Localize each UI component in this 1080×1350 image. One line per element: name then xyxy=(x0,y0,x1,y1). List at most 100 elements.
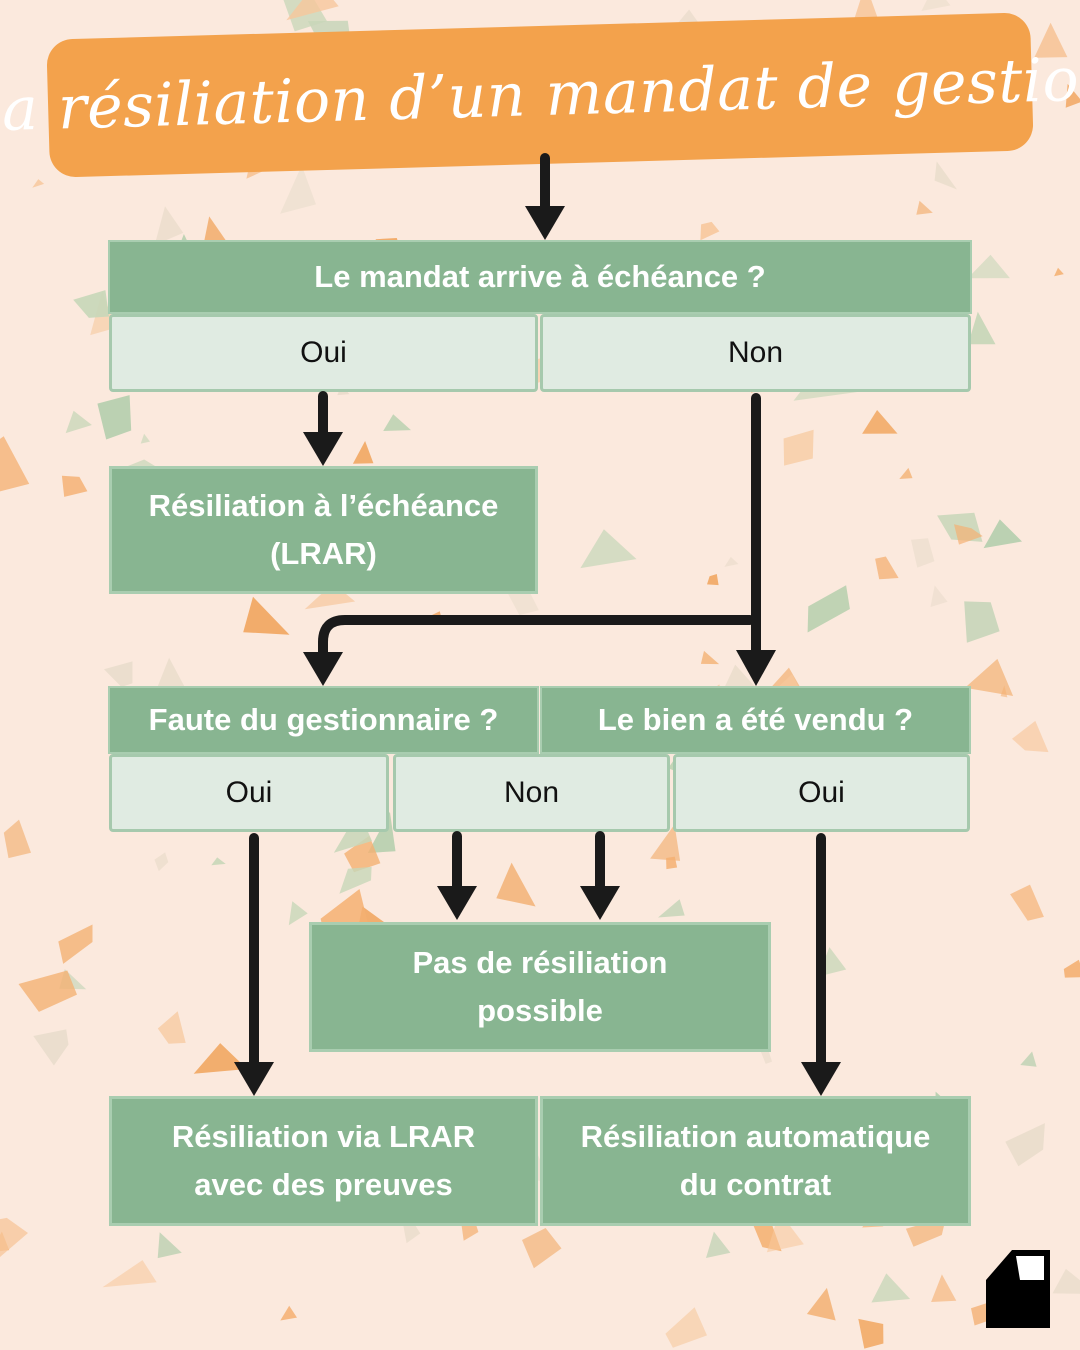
question-faute-label: Faute du gestionnaire ? xyxy=(148,702,499,737)
result-resiliation-preuves: Résiliation via LRAR avec des preuves xyxy=(109,1096,538,1226)
confetti-shape xyxy=(934,161,957,190)
confetti-shape xyxy=(954,524,983,545)
answer-echeance-oui-label: Oui xyxy=(300,336,347,369)
confetti-shape xyxy=(288,901,308,926)
confetti-shape xyxy=(286,0,339,21)
confetti-shape xyxy=(61,475,88,497)
confetti-shape xyxy=(58,924,93,964)
confetti-shape xyxy=(0,436,30,492)
confetti-shape xyxy=(1054,267,1064,277)
confetti-shape xyxy=(862,410,898,434)
confetti-shape xyxy=(965,658,1014,696)
answer-echeance-non-label: Non xyxy=(727,336,784,369)
confetti-shape xyxy=(858,1318,884,1349)
confetti-shape xyxy=(1010,884,1044,921)
confetti-shape xyxy=(658,899,685,918)
confetti-shape xyxy=(700,221,720,241)
result-resiliation-automatique-label: Résiliation automatique du contrat xyxy=(580,1119,931,1202)
confetti-shape xyxy=(807,585,850,633)
confetti-shape xyxy=(496,862,536,907)
confetti-shape xyxy=(931,1274,957,1302)
confetti-shape xyxy=(760,1050,772,1064)
question-echeance-label: Le mandat arrive à échéance ? xyxy=(314,259,766,294)
arrow-non-to-faute xyxy=(318,615,755,657)
confetti-shape xyxy=(665,1307,707,1348)
confetti-shape xyxy=(921,0,951,11)
confetti-shape xyxy=(724,556,739,567)
answer-shared-non: Non xyxy=(393,754,670,832)
confetti-shape xyxy=(339,866,372,894)
confetti-shape xyxy=(806,1287,836,1321)
confetti-shape xyxy=(157,1011,186,1044)
confetti-shape xyxy=(522,1228,562,1269)
confetti-shape xyxy=(344,835,381,873)
question-vendu: Le bien a été vendu ? xyxy=(540,686,971,754)
confetti-shape xyxy=(871,1273,911,1303)
confetti-shape xyxy=(916,200,933,215)
confetti-shape xyxy=(0,1217,28,1257)
confetti-shape xyxy=(650,824,681,861)
confetti-shape xyxy=(1034,22,1068,58)
confetti-shape xyxy=(211,857,226,866)
confetti-shape xyxy=(243,596,290,635)
confetti-shape xyxy=(33,1029,69,1066)
confetti-shape xyxy=(911,538,935,568)
result-pas-de-resiliation-label: Pas de résiliation possible xyxy=(412,945,668,1028)
confetti-shape xyxy=(766,1211,804,1253)
confetti-shape xyxy=(707,574,719,586)
confetti-shape xyxy=(1063,959,1080,978)
confetti-shape xyxy=(1012,720,1049,753)
result-resiliation-echeance: Résiliation à l’échéance (LRAR) xyxy=(109,466,538,594)
confetti-shape xyxy=(983,519,1022,549)
confetti-shape xyxy=(97,395,132,440)
answer-shared-non-label: Non xyxy=(503,776,560,809)
question-vendu-label: Le bien a été vendu ? xyxy=(597,702,914,737)
confetti-shape xyxy=(1000,685,1008,698)
confetti-shape xyxy=(964,601,1000,643)
confetti-shape xyxy=(104,661,133,687)
confetti-shape xyxy=(304,583,356,610)
answer-echeance-non: Non xyxy=(540,314,971,392)
answer-faute-oui: Oui xyxy=(109,754,389,832)
result-resiliation-preuves-label: Résiliation via LRAR avec des preuves xyxy=(171,1119,476,1202)
confetti-shape xyxy=(102,1260,157,1288)
confetti-shape xyxy=(666,856,678,870)
question-faute: Faute du gestionnaire ? xyxy=(108,686,539,754)
confetti-shape xyxy=(32,179,45,188)
confetti-shape xyxy=(154,206,184,245)
confetti-shape xyxy=(280,1305,297,1321)
confetti-shape xyxy=(706,1231,731,1258)
question-echeance: Le mandat arrive à échéance ? xyxy=(108,240,972,314)
confetti-shape xyxy=(3,819,32,859)
confetti-shape xyxy=(140,433,150,444)
confetti-shape xyxy=(700,650,720,665)
confetti-shape xyxy=(154,852,169,872)
confetti-shape xyxy=(280,165,316,214)
confetti-shape xyxy=(875,556,899,580)
answer-faute-oui-label: Oui xyxy=(225,776,273,809)
confetti-shape xyxy=(968,311,996,345)
confetti-shape xyxy=(1005,1123,1045,1167)
confetti-shape xyxy=(1020,1051,1037,1067)
confetti-shape xyxy=(580,529,637,569)
confetti-shape xyxy=(18,970,77,1012)
confetti-shape xyxy=(1065,83,1080,108)
confetti-shape xyxy=(383,414,411,431)
answer-echeance-oui: Oui xyxy=(109,314,538,392)
confetti-shape xyxy=(65,410,92,434)
answer-vendu-oui: Oui xyxy=(673,754,970,832)
confetti-shape xyxy=(193,1043,248,1074)
brand-logo-icon xyxy=(986,1250,1050,1328)
result-pas-de-resiliation: Pas de résiliation possible xyxy=(309,922,771,1052)
confetti-shape xyxy=(157,1232,182,1259)
result-resiliation-automatique: Résiliation automatique du contrat xyxy=(540,1096,971,1226)
confetti-shape xyxy=(783,429,814,466)
confetti-shape xyxy=(403,1224,421,1244)
confetti-shape xyxy=(1052,1268,1080,1294)
confetti-shape xyxy=(352,441,374,464)
confetti-shape xyxy=(899,467,913,479)
answer-vendu-oui-label: Oui xyxy=(798,776,845,809)
confetti-shape xyxy=(73,290,109,318)
confetti-shape xyxy=(967,254,1010,279)
